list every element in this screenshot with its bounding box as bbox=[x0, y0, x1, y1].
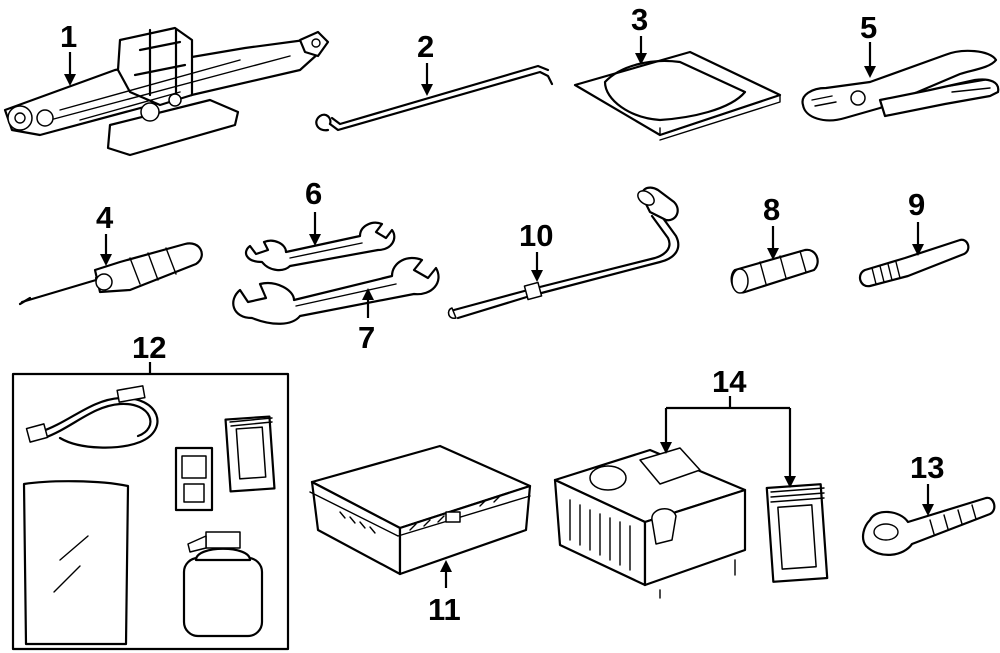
part-5-pliers[interactable] bbox=[801, 49, 1000, 122]
part-13-towing-eye[interactable] bbox=[861, 496, 996, 556]
callout-9: 9 bbox=[908, 187, 925, 222]
leader-2 bbox=[421, 63, 433, 96]
callout-14: 14 bbox=[712, 364, 747, 399]
callout-1: 1 bbox=[60, 19, 77, 54]
callout-8: 8 bbox=[763, 192, 780, 227]
part-6-small-wrench[interactable] bbox=[244, 221, 396, 272]
leader-9 bbox=[912, 222, 924, 256]
part-8-socket[interactable] bbox=[730, 248, 819, 294]
part-12-hose[interactable] bbox=[25, 385, 159, 449]
leader-11 bbox=[440, 560, 452, 588]
part-14-compressor[interactable] bbox=[553, 447, 747, 599]
leader-10 bbox=[531, 252, 543, 282]
part-12-sealant-bottle[interactable] bbox=[182, 531, 264, 638]
leader-8 bbox=[767, 226, 779, 260]
callout-10: 10 bbox=[519, 218, 553, 253]
callout-3: 3 bbox=[631, 2, 648, 37]
part-12-label-sticker[interactable] bbox=[174, 446, 214, 512]
part-4-screwdriver[interactable] bbox=[18, 242, 203, 306]
leader-6 bbox=[309, 212, 321, 246]
leader-7 bbox=[362, 288, 374, 318]
leader-14 bbox=[660, 396, 796, 488]
part-7-large-wrench[interactable] bbox=[232, 256, 440, 325]
part-11-storage-case[interactable] bbox=[309, 444, 532, 576]
part-1-scissor-jack[interactable] bbox=[3, 26, 330, 157]
callout-13: 13 bbox=[910, 450, 944, 485]
part-14-instruction-card[interactable] bbox=[765, 483, 829, 583]
leader-5 bbox=[864, 42, 876, 78]
part-9-extension[interactable] bbox=[858, 238, 970, 288]
callout-4: 4 bbox=[96, 200, 114, 235]
part-12-instruction-card[interactable] bbox=[224, 415, 276, 493]
leader-1 bbox=[64, 52, 76, 86]
callout-6: 6 bbox=[305, 176, 322, 211]
part-3-tool-pouch[interactable] bbox=[573, 50, 782, 141]
part-12-sealant-bag[interactable] bbox=[22, 480, 130, 646]
callout-12: 12 bbox=[132, 330, 166, 365]
callout-7: 7 bbox=[358, 320, 375, 355]
callout-11: 11 bbox=[428, 592, 461, 627]
callout-5: 5 bbox=[860, 10, 877, 45]
leader-13 bbox=[922, 484, 934, 516]
leader-3 bbox=[635, 36, 647, 65]
leader-4 bbox=[100, 234, 112, 266]
callout-2: 2 bbox=[417, 29, 434, 64]
part-2-jack-handle[interactable] bbox=[315, 64, 554, 132]
part-10-lug-wrench[interactable] bbox=[447, 186, 680, 320]
